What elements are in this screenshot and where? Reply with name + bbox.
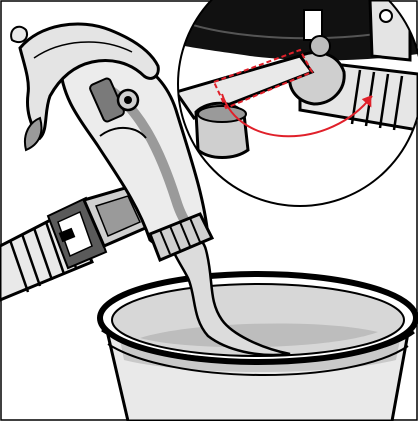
drain-illustration bbox=[0, 0, 418, 421]
